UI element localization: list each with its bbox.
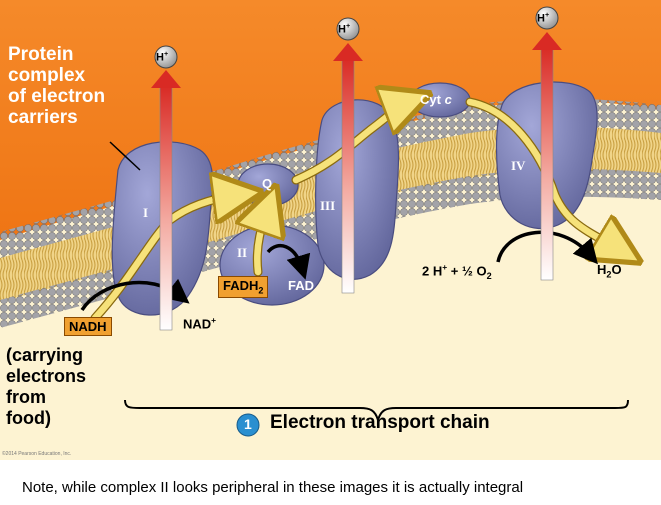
carrying-line: from — [6, 387, 46, 407]
carrying-line: (carrying — [6, 345, 84, 365]
etc-title: Electron transport chain — [270, 412, 490, 433]
complex-II-label: II — [237, 245, 248, 260]
step-circle — [236, 413, 260, 437]
cyt-c-label: Cyt c — [420, 92, 452, 107]
complex-III-label: III — [320, 198, 336, 213]
copyright-text: ©2014 Pearson Education, Inc. — [2, 451, 72, 457]
proton-arrow-complex-IV — [532, 6, 562, 281]
q-label: Q — [262, 176, 273, 191]
hplus-label-2: H+ — [338, 22, 351, 36]
fad-label: FAD — [288, 278, 314, 293]
brace — [124, 399, 629, 424]
water-label: H2O — [597, 262, 622, 280]
carrying-line: electrons — [6, 366, 87, 386]
callout-line — [109, 141, 141, 171]
complex-IV-label: IV — [511, 158, 526, 173]
protein-complex-label: Protein complex of electron carriers — [8, 44, 105, 128]
oxygen-reaction-label: 2 H+ + ½ O2 — [422, 262, 492, 281]
electron-transport-chain-figure: Protein complex of electron carriers (ca… — [0, 0, 661, 460]
complex-I-label: I — [143, 205, 149, 220]
protein-complex-III — [315, 99, 400, 280]
note-caption: Note, while complex II looks peripheral … — [22, 479, 524, 496]
protein-complex-line: carriers — [8, 107, 78, 128]
carrying-line: food) — [6, 408, 51, 428]
nad-plus-label: NAD+ — [183, 315, 217, 332]
figure-svg — [0, 0, 661, 460]
hplus-label-3: H+ — [537, 11, 550, 25]
fadh2-box: FADH2 — [218, 276, 269, 298]
protein-complex-line: complex — [8, 65, 86, 86]
nadh-box: NADH — [64, 317, 112, 336]
proton-arrow-complex-III — [333, 17, 363, 294]
carrying-electrons-label: (carrying electrons from food) — [6, 345, 86, 429]
proton-arrow-complex-I — [151, 45, 181, 331]
step-number: 1 — [244, 416, 252, 432]
hplus-label-1: H+ — [156, 50, 169, 64]
protein-complex-line: Protein — [8, 44, 74, 65]
protein-complex-line: of electron — [8, 86, 106, 107]
